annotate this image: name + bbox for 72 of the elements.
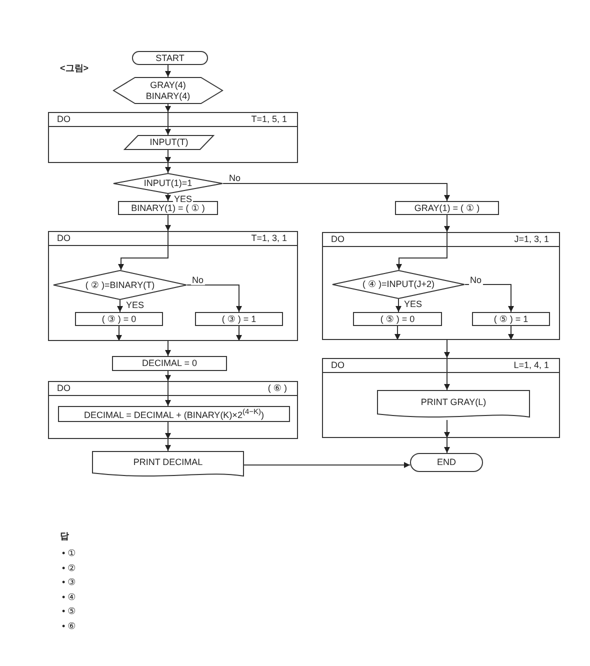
arrow (186, 284, 242, 312)
arrow (165, 422, 171, 440)
arrow (444, 214, 450, 232)
loop-range: ( ⑥ ) (268, 383, 287, 394)
loop-keyword: DO (331, 360, 344, 370)
arrow (165, 104, 171, 112)
arrow (116, 326, 122, 342)
loop-box (48, 381, 298, 439)
arrow (165, 162, 171, 174)
arrow (165, 64, 171, 78)
arrow (444, 358, 450, 390)
loop-range: L=1, 4, 1 (514, 360, 549, 370)
terminator-shape: END (410, 453, 483, 472)
process-box: DECIMAL = 0 (112, 356, 227, 371)
loop-box (48, 112, 298, 163)
arrow (222, 183, 450, 202)
edge-label: No (191, 276, 205, 285)
document-shape: PRINT DECIMAL (92, 451, 244, 479)
arrow (117, 300, 123, 312)
loop-keyword: DO (57, 114, 70, 124)
edge-label: YES (403, 300, 424, 309)
arrow (396, 232, 448, 270)
answer-item: • ② (62, 562, 76, 574)
arrow (165, 214, 171, 232)
answer-item: • ① (62, 548, 76, 559)
arrow (444, 420, 450, 438)
answer-item: • ⑥ (62, 620, 76, 632)
loop-range: T=1, 5, 1 (251, 114, 287, 124)
preparation-hexagon: GRAY(4) BINARY(4) (113, 77, 223, 104)
loop-range: J=1, 3, 1 (514, 234, 549, 244)
edge-label: No (469, 276, 483, 285)
decision-diamond: INPUT(1)=1 (113, 173, 223, 194)
arrow (396, 298, 402, 312)
arrow (394, 326, 400, 340)
answer-item: • ⑤ (62, 606, 76, 617)
process-box: DECIMAL = DECIMAL + (BINARY(K)×2$^{(4−K)}$) (58, 406, 290, 422)
answer-item: • ③ (62, 577, 76, 588)
decision-diamond: ( ② )=BINARY(T) (53, 270, 187, 300)
arrow (464, 284, 514, 312)
decision-diamond: ( ④ )=INPUT(J+2) (332, 270, 465, 299)
loop-keyword: DO (57, 383, 70, 393)
loop-keyword: DO (57, 233, 70, 243)
arrow (165, 438, 171, 452)
arrow (165, 194, 171, 202)
document-shape: PRINT GRAY(L) (377, 390, 530, 420)
edge-label: No (228, 174, 242, 183)
arrow (165, 150, 171, 164)
process-box: ( ⑤ ) = 1 (472, 312, 550, 326)
arrow (444, 438, 450, 454)
arrow (244, 462, 410, 468)
arrow (165, 112, 171, 136)
arrow (165, 370, 171, 382)
edge-label: YES (125, 301, 146, 310)
arrow (118, 230, 168, 270)
process-box: ( ③ ) = 0 (75, 312, 163, 326)
answer-heading: 답 (60, 530, 69, 543)
answer-item: • ④ (62, 592, 76, 602)
loop-keyword: DO (331, 234, 344, 244)
arrow (165, 380, 171, 406)
arrow (165, 340, 171, 356)
process-box: ( ③ ) = 1 (195, 312, 283, 326)
edge-label: YES (173, 195, 194, 204)
terminator-shape: START (132, 51, 208, 65)
input-parallelogram: INPUT(T) (124, 135, 214, 150)
figure-caption: <그림> (60, 62, 89, 75)
process-box: GRAY(1) = ( ① ) (395, 201, 499, 215)
arrow (508, 326, 514, 340)
loop-range: T=1, 3, 1 (251, 233, 287, 243)
arrow (444, 340, 450, 358)
process-box: ( ⑤ ) = 0 (353, 312, 442, 326)
loop-box (322, 358, 560, 438)
arrow (236, 326, 242, 342)
